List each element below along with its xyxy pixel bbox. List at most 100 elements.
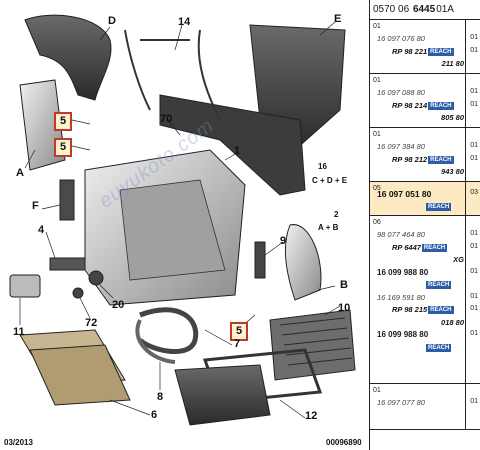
part-line: REACH [425, 280, 452, 290]
part-line: 16 097 077 80 [377, 398, 425, 407]
callout-2-formula: A + B [318, 223, 339, 232]
part-e-duct [159, 94, 306, 196]
exploded-diagram: D 14 E A 5 5 70 1 16 C + D + E F 2 A + B… [4, 13, 362, 448]
part-line: 98 077 464 80 [377, 230, 425, 239]
part-line-text: 16 097 077 80 [377, 398, 425, 407]
callout-1: 1 [234, 145, 241, 157]
part-line-text: 16 169 591 80 [377, 292, 425, 302]
reach-badge: REACH [421, 243, 448, 252]
part-line-text: 805 80 [441, 113, 464, 122]
callout-16: 16 [318, 162, 327, 171]
callout-d: D [108, 15, 116, 27]
part-line: REACH [425, 202, 452, 211]
part-line-text: RP 98 215 [392, 305, 428, 314]
reach-badge: REACH [428, 47, 454, 56]
part-line-text: 211 80 [441, 59, 464, 68]
header-suffix: 01A [436, 4, 454, 15]
part-line: 16 097 076 80 [377, 34, 425, 43]
callout-b: B [340, 279, 348, 291]
part-line: 211 80 [442, 59, 464, 68]
callout-16-formula: C + D + E [312, 176, 348, 185]
part-row-pos: 06 [373, 219, 381, 226]
callout-8: 8 [157, 391, 164, 403]
part-a-duct [19, 79, 66, 171]
callout-2: 2 [334, 210, 339, 219]
part-line: 16 169 591 80 [377, 293, 425, 302]
part-qty: 01 [470, 100, 478, 108]
part-qty: 01 [470, 330, 478, 337]
evaporator-10 [269, 309, 356, 381]
part-line: 018 80 [441, 318, 464, 327]
part-line-text: 98 077 464 80 [377, 230, 425, 239]
header-prefix: 0570 06 [373, 4, 410, 15]
callout-70: 70 [160, 113, 173, 125]
part-row-pos: 01 [373, 23, 381, 30]
part-11 [9, 274, 41, 298]
part-f-bracket [59, 179, 75, 221]
callout-5-middle: 5 [54, 138, 73, 157]
callout-14: 14 [178, 16, 191, 28]
part-line: 16 097 051 80 [377, 189, 431, 199]
part-qty: 01 [470, 398, 478, 405]
callout-20: 20 [112, 299, 125, 311]
part-qty: 01 [470, 230, 478, 237]
part-line: 16 099 988 80 [377, 268, 428, 277]
part-row-pos: 01 [373, 77, 381, 84]
part-row[interactable]: 01 16 097 077 80 01 [370, 384, 480, 430]
part-line: 16 099 988 80 [377, 330, 428, 339]
callout-a: A [16, 167, 24, 179]
part-line-text: RP 98 221 [392, 46, 428, 56]
callout-f: F [32, 200, 39, 212]
footer-code: 00096890 [326, 438, 362, 447]
part-line-text: 16 097 051 80 [377, 189, 432, 199]
part-line-text: 018 80 [441, 317, 464, 327]
part-9 [254, 241, 266, 279]
part-line-text: 16 097 088 80 [377, 88, 425, 97]
part-qty: 03 [470, 189, 478, 196]
part-qty: 01 [470, 142, 478, 149]
part-line-text: RP 98 212 [392, 154, 428, 164]
callout-e: E [334, 13, 342, 25]
part-row-pos: 01 [373, 131, 381, 138]
part-qty: 01 [470, 267, 478, 275]
part-line-text: RP 98 214 [392, 100, 428, 110]
part-20 [88, 270, 104, 286]
part-row-pos: 01 [373, 387, 381, 394]
part-line-text: RP 6447 [392, 242, 421, 252]
seal-12 [174, 364, 271, 426]
part-line: 943 80 [441, 167, 464, 176]
reach-badge: REACH [428, 155, 454, 164]
part-qty: 01 [470, 242, 478, 250]
part-qty: 01 [470, 154, 478, 162]
callout-5-lower: 5 [230, 322, 249, 341]
part-line: 805 80 [441, 113, 464, 122]
reach-badge: REACH [428, 306, 454, 315]
callout-5-upper: 5 [54, 112, 73, 131]
part-row-pos: 05 [373, 185, 381, 192]
callout-11: 11 [13, 326, 25, 338]
footer-date: 03/2013 [4, 438, 33, 447]
callout-6: 6 [151, 409, 158, 421]
part-line: REACH [425, 343, 452, 352]
tube-7 [138, 307, 199, 355]
reach-badge: REACH [428, 101, 454, 110]
harness-14 [124, 29, 221, 121]
part-qty: 01 [470, 292, 478, 300]
reach-badge: REACH [426, 281, 452, 290]
part-line: 16 097 384 80 [377, 142, 425, 151]
reach-badge: REACH [426, 343, 452, 352]
callout-10: 10 [338, 302, 351, 314]
hose-8 [135, 319, 176, 364]
callout-72: 72 [85, 317, 98, 329]
